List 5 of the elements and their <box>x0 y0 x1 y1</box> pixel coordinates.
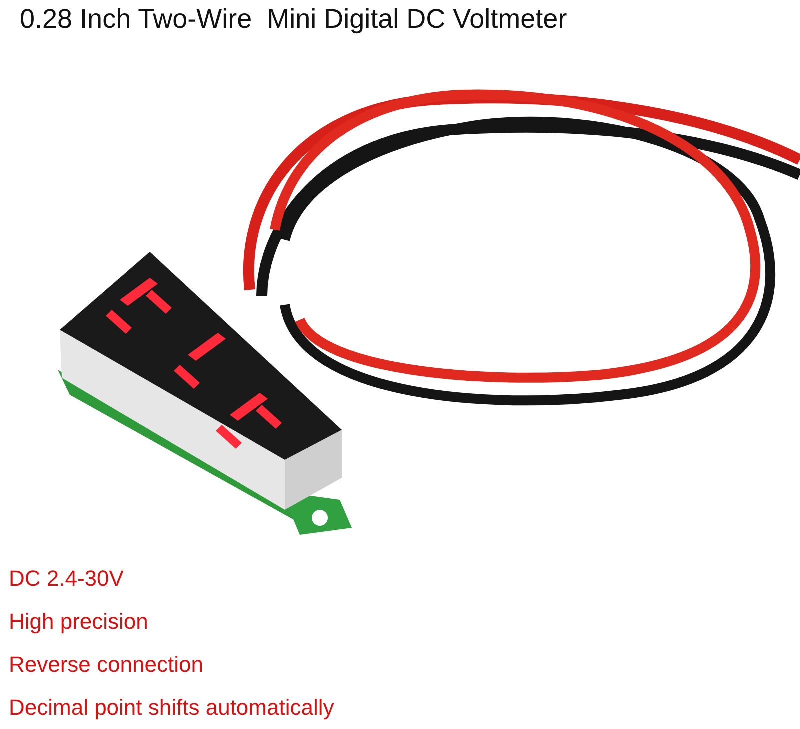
title: 0.28 Inch Two-Wire Mini Digital DC Voltmeter <box>20 3 568 36</box>
feature-text: DC 2.4-30V <box>9 565 124 593</box>
feature-text: High precision <box>9 608 148 636</box>
feature-text: Reverse connection <box>9 651 204 679</box>
feature-text: Decimal point shifts automatically <box>9 694 334 722</box>
